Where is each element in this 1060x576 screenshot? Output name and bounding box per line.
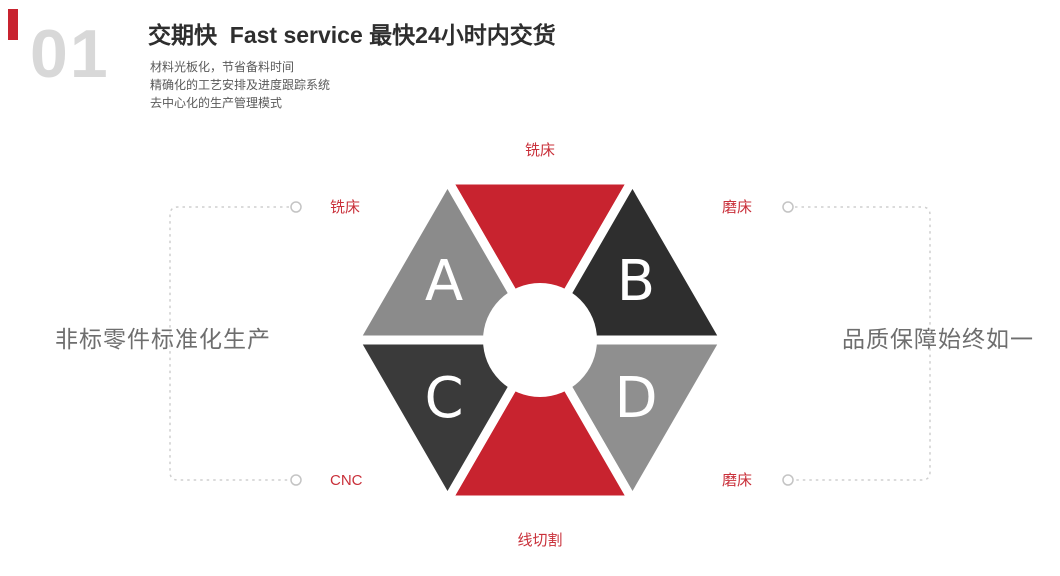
connector-node xyxy=(782,201,794,213)
label-top: 铣床 xyxy=(525,142,555,159)
segment-upper-left xyxy=(347,171,548,345)
label-upper-right: 磨床 xyxy=(722,199,752,216)
accent-bar xyxy=(8,9,18,40)
left-side-label: 非标零件标准化生产 xyxy=(55,326,271,352)
connector-node xyxy=(290,474,302,486)
connector-right-line xyxy=(795,206,931,481)
segment-letter-a: A xyxy=(425,249,463,314)
connector-node xyxy=(290,201,302,213)
connector-left xyxy=(169,201,302,486)
label-upper-left: 铣床 xyxy=(330,199,360,216)
segment-labels: 铣床 铣床 磨床 CNC 磨床 线切割 xyxy=(330,142,752,549)
right-side-label: 品质保障始终如一 xyxy=(842,326,1034,352)
feature-points: 材料光板化，节省备料时间 精确化的工艺安排及进度跟踪系统 去中心化的生产管理模式 xyxy=(150,58,330,112)
label-lower-right: 磨床 xyxy=(722,472,752,489)
connector-left-line xyxy=(169,206,289,481)
feature-point: 精确化的工艺安排及进度跟踪系统 xyxy=(150,78,331,92)
hexagon-segments xyxy=(347,171,733,509)
center-circle xyxy=(483,283,597,397)
connector-right xyxy=(782,201,931,486)
connector-node xyxy=(782,474,794,486)
segment-letter-d: D xyxy=(614,366,657,431)
page-title: 交期快 Fast service 最快24小时内交货 xyxy=(148,22,556,48)
label-lower-left: CNC xyxy=(330,472,363,489)
segment-letters: A B C D xyxy=(424,249,657,431)
section-index: 01 xyxy=(30,16,110,92)
segment-letter-c: C xyxy=(424,366,463,431)
label-bottom: 线切割 xyxy=(517,532,562,549)
feature-point: 材料光板化，节省备料时间 xyxy=(150,60,295,74)
segment-letter-b: B xyxy=(617,249,655,314)
feature-point: 去中心化的生产管理模式 xyxy=(150,96,283,110)
